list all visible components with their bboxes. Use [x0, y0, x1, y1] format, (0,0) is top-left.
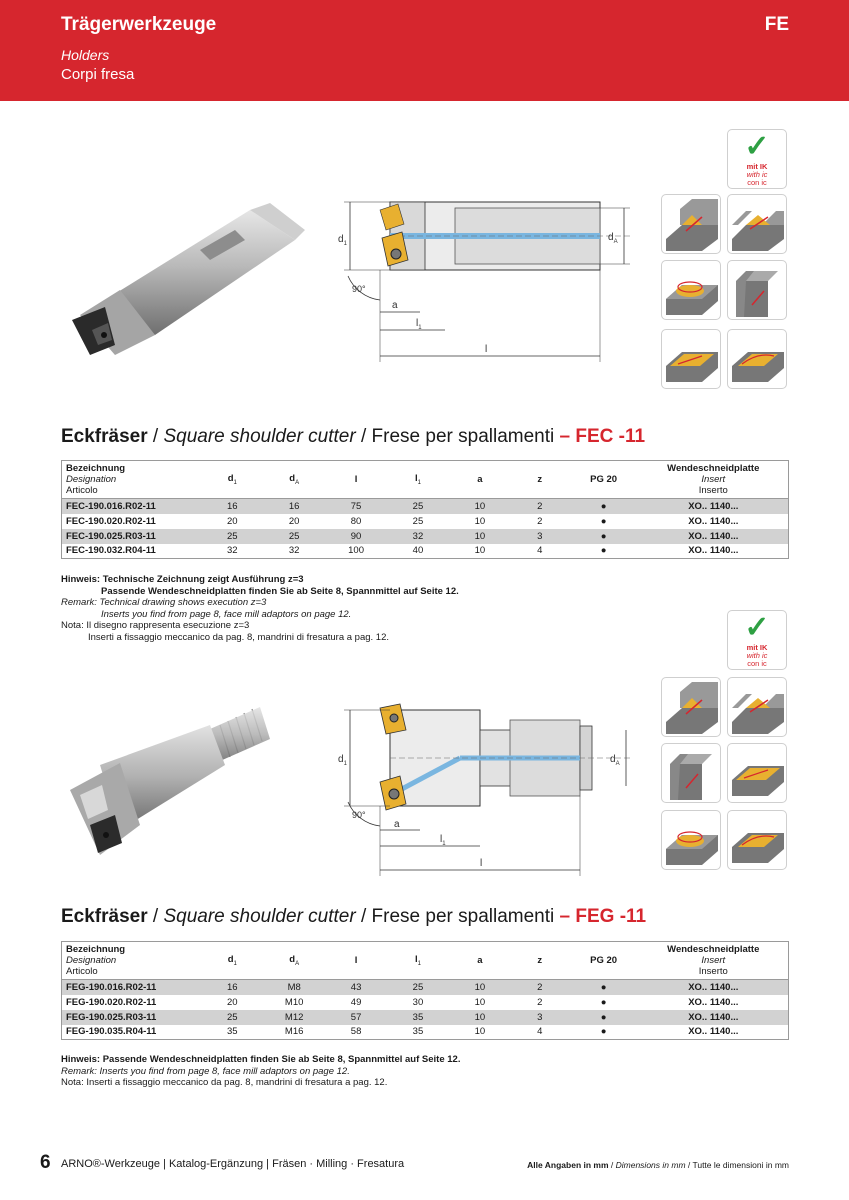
page-number: 6	[40, 1152, 51, 1173]
plunge-milling-icon	[727, 329, 787, 389]
footer-text: ARNO®-Werkzeuge | Katalog-Ergänzung | Fr…	[61, 1158, 405, 1170]
fec-notes: Hinweis: Technische Zeichnung zeigt Ausf…	[61, 574, 459, 643]
footer-units-note: Alle Angaben in mm / Dimensions in mm / …	[527, 1160, 789, 1170]
slot-milling-icon	[727, 194, 787, 254]
helical-milling-icon	[661, 810, 721, 870]
fec-dim-l1: l	[416, 318, 418, 329]
svg-text:dA: dA	[608, 232, 618, 245]
fec-dim-a: a	[392, 300, 398, 311]
pocket-milling-icon	[661, 329, 721, 389]
fec-dim-angle: 90°	[352, 284, 366, 294]
fec-dim-da: d	[608, 232, 614, 243]
fec-technical-drawing: d1 dA 90° a l1 l	[338, 201, 630, 362]
fec-cutter-photo	[72, 203, 305, 355]
feg-internal-coolant-badge: ✓ mit IK with ic con ic	[727, 610, 787, 670]
svg-text:d1: d1	[338, 754, 348, 767]
shoulder-milling-icon	[661, 194, 721, 254]
feg-dim-l: l	[480, 858, 482, 869]
fec-section-title: Eckfräser / Square shoulder cutter / Fre…	[61, 426, 646, 447]
side-milling-icon	[727, 260, 787, 320]
svg-text:l1: l1	[440, 834, 446, 847]
svg-text:l1: l1	[416, 318, 422, 331]
fec-dim-l: l	[485, 344, 487, 355]
header-section-code: FE	[764, 14, 789, 35]
page-header: Trägerwerkzeuge Holders Corpi fresa FE	[0, 0, 849, 101]
slot-milling-icon	[727, 677, 787, 737]
feg-dim-l1: l	[440, 834, 442, 845]
side-milling-icon	[661, 743, 721, 803]
pocket-milling-icon	[727, 743, 787, 803]
feg-dim-angle: 90°	[352, 810, 366, 820]
feg-notes: Hinweis: Passende Wendeschneidplatten fi…	[61, 1054, 461, 1088]
header-title-it: Corpi fresa	[61, 66, 135, 83]
fec-dim-d1: d	[338, 234, 344, 245]
feg-section-title: Eckfräser / Square shoulder cutter / Fre…	[61, 906, 647, 927]
feg-dim-a: a	[394, 819, 400, 830]
header-title-de: Trägerwerkzeuge	[61, 14, 217, 35]
fec-internal-coolant-badge: ✓ mit IK with ic con ic	[727, 129, 787, 189]
header-title-en: Holders	[61, 47, 110, 63]
svg-text:d1: d1	[338, 234, 348, 247]
checkmark-icon: ✓	[744, 130, 770, 163]
svg-text:dA: dA	[610, 754, 620, 767]
page-footer: 6 ARNO®-Werkzeuge | Katalog-Ergänzung | …	[0, 1152, 849, 1182]
feg-technical-drawing: d1 dA 90° a l1 l	[338, 703, 630, 876]
feg-dim-da: d	[610, 754, 616, 765]
plunge-milling-icon	[727, 810, 787, 870]
shoulder-milling-icon	[661, 677, 721, 737]
checkmark-icon: ✓	[744, 611, 770, 644]
helical-milling-icon	[661, 260, 721, 320]
feg-cutter-photo	[70, 707, 270, 855]
feg-dim-d1: d	[338, 754, 344, 765]
